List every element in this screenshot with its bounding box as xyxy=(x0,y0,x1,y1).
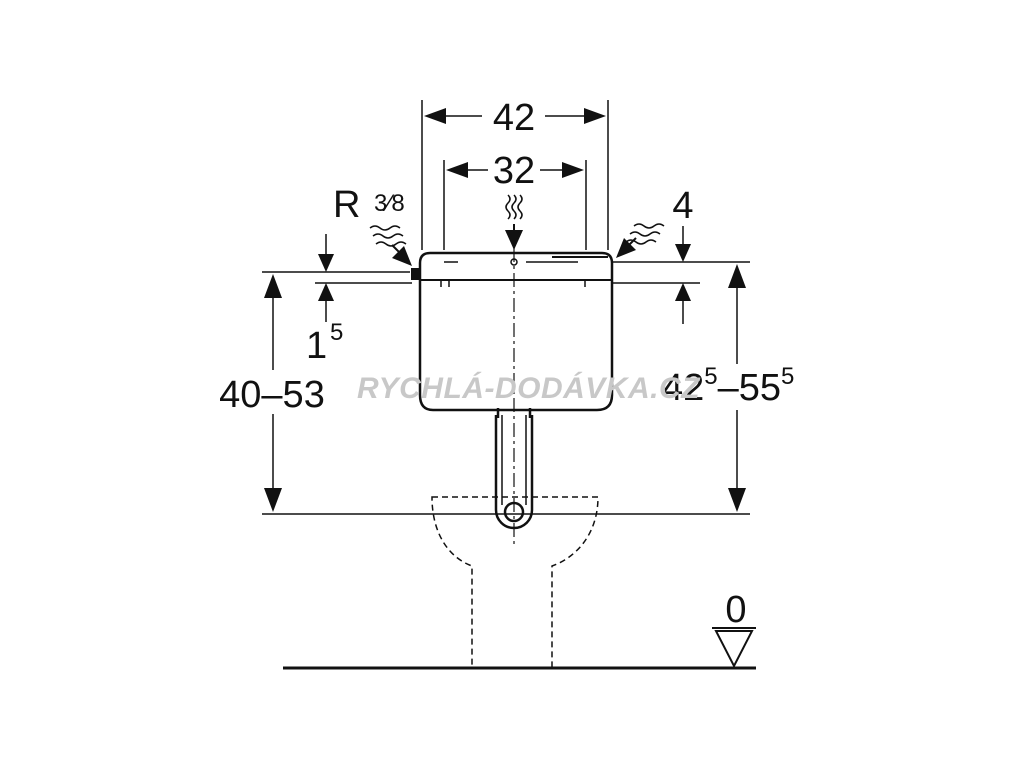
height-right-label: 425–555 xyxy=(662,363,794,409)
dimension-top-offset: 4 xyxy=(672,185,694,324)
height-right-a: 42 xyxy=(662,367,704,409)
floor-level-label: 0 xyxy=(725,589,746,631)
dimension-width-outer: 42 xyxy=(424,97,606,139)
width-outer-label: 42 xyxy=(493,97,535,139)
extension-lines xyxy=(262,100,750,515)
dimension-height-right: 425–555 xyxy=(662,264,814,512)
inlet-thread-fraction: 3⁄8 xyxy=(374,190,405,217)
water-inlet-left-icon xyxy=(369,225,412,266)
height-right-dash: –55 xyxy=(718,367,781,409)
water-inlet-top-icon xyxy=(505,194,523,250)
inlet-thread-prefix: R xyxy=(333,184,360,226)
inlet-offset-label: 1 xyxy=(306,325,327,367)
dimension-height-left: 40–53 xyxy=(210,274,335,512)
top-offset-label: 4 xyxy=(672,185,693,227)
height-right-a-sup: 5 xyxy=(704,363,717,390)
height-right-b-sup: 5 xyxy=(781,363,794,390)
width-inner-label: 32 xyxy=(493,150,535,192)
water-inlet-right-icon xyxy=(616,223,665,258)
dimension-inlet-offset: 1 5 xyxy=(306,234,343,367)
inlet-offset-sup: 5 xyxy=(330,319,343,346)
inlet-thread-label: R 3⁄8 xyxy=(333,184,405,226)
cistern-body xyxy=(411,251,614,412)
watermark: RYCHLÁ-DODÁVKA.CZ xyxy=(357,371,701,405)
toilet-bowl-outline xyxy=(431,496,599,669)
height-left-label: 40–53 xyxy=(219,374,325,416)
dimension-width-inner: 32 xyxy=(446,150,584,192)
floor-level-marker: 0 xyxy=(712,589,756,669)
